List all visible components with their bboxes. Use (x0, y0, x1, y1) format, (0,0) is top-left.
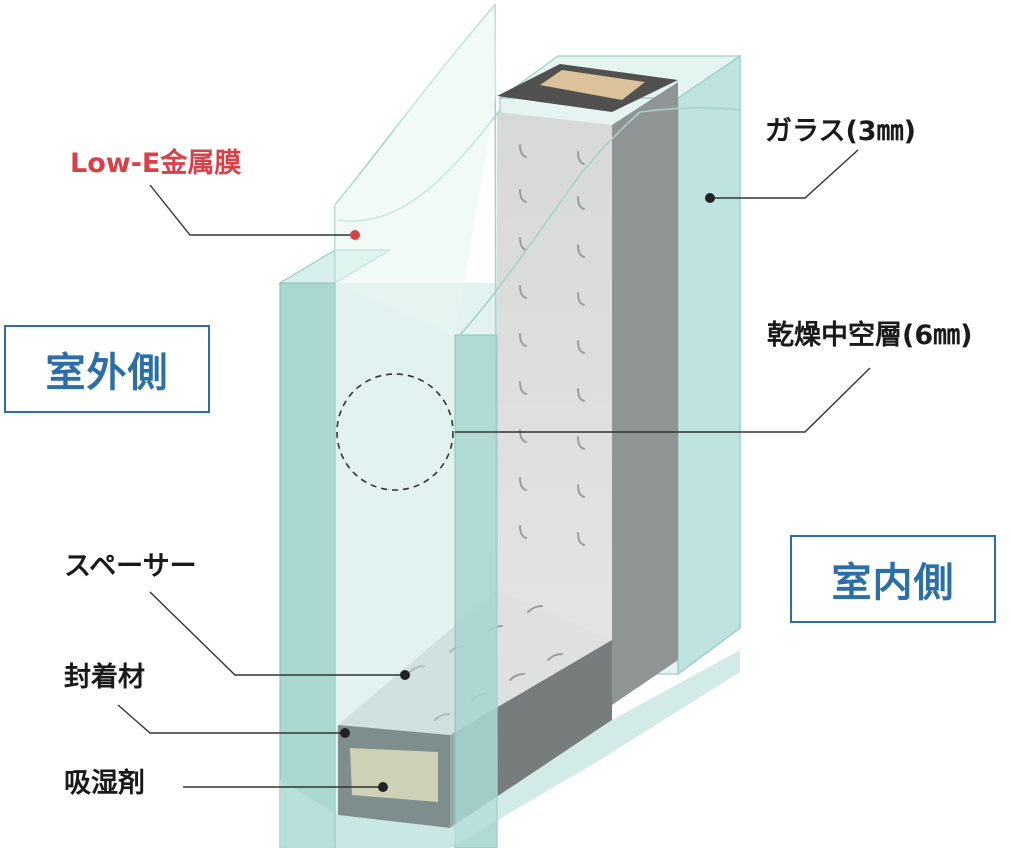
air-layer-circle (336, 373, 454, 491)
outdoor-glass-pane (278, 249, 740, 848)
low-e-label: Low-E金属膜 (70, 148, 242, 179)
spacer-label: スペーサー (64, 551, 197, 582)
spacer-frame (338, 64, 678, 828)
desiccant-dot (378, 782, 388, 792)
glass-dot (705, 193, 715, 203)
glass-label: ガラス(3㎜) (765, 116, 916, 147)
air-layer-label: 乾燥中空層(6㎜) (767, 320, 973, 351)
spacer-dot (400, 670, 410, 680)
indoor-side-label: 室内側 (831, 560, 955, 606)
outdoor-side-box: 室外側 (4, 325, 210, 413)
sealant-dot (340, 728, 350, 738)
low-e-film-surface (335, 5, 497, 335)
desiccant-label: 吸湿剤 (64, 768, 145, 799)
outdoor-side-label: 室外側 (45, 350, 169, 396)
low-e-dot (350, 230, 360, 240)
sealant-label: 封着材 (64, 662, 145, 693)
leader-lines (117, 149, 871, 788)
indoor-side-box: 室内側 (790, 535, 996, 623)
